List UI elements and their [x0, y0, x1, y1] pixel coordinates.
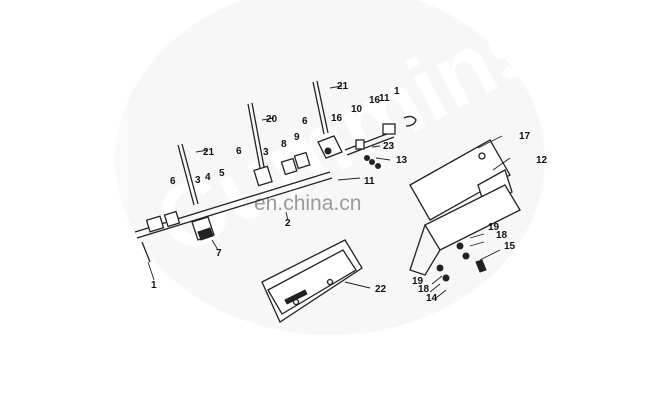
callout-14: 14 — [426, 293, 438, 304]
callout-15: 15 — [504, 241, 516, 252]
callout-8: 8 — [281, 139, 287, 150]
callout-21: 21 — [203, 147, 215, 158]
bracket-right-lower — [409, 184, 521, 282]
callout-6: 6 — [236, 146, 242, 157]
callout-3: 3 — [263, 147, 269, 158]
callout-1: 1 — [151, 280, 157, 291]
rod-right — [312, 80, 329, 135]
rod-left — [177, 143, 199, 206]
callout-18: 18 — [418, 284, 430, 295]
callout-11: 11 — [379, 93, 390, 104]
callout-20: 20 — [266, 114, 278, 125]
callout-6: 6 — [302, 116, 308, 127]
callout-13: 13 — [396, 155, 408, 166]
callout-1: 1 — [394, 86, 400, 97]
shaft-assembly-left — [134, 115, 417, 263]
callout-9: 9 — [294, 132, 300, 143]
callout-22: 22 — [375, 284, 387, 295]
callout-6: 6 — [170, 176, 176, 187]
pedal-plate — [261, 239, 363, 323]
callout-labels: 1 2 3 3 4 5 6 6 6 7 8 9 10 11 11 12 13 1… — [151, 81, 548, 304]
callout-17: 17 — [519, 131, 531, 142]
callout-10: 10 — [351, 104, 363, 115]
callout-18: 18 — [496, 230, 508, 241]
callout-4: 4 — [205, 172, 211, 183]
leader-lines — [147, 85, 511, 299]
callout-16: 16 — [369, 95, 381, 106]
watermark-site: en.china.cn — [254, 192, 361, 215]
callout-19: 19 — [488, 222, 500, 233]
callout-12: 12 — [536, 155, 548, 166]
callout-11: 11 — [364, 176, 375, 187]
callout-21: 21 — [337, 81, 349, 92]
callout-3: 3 — [195, 175, 201, 186]
callout-5: 5 — [219, 168, 225, 179]
callout-16: 16 — [331, 113, 343, 124]
callout-19: 19 — [412, 276, 424, 287]
rod-middle — [247, 102, 265, 169]
callout-23: 23 — [383, 141, 395, 152]
callout-2: 2 — [285, 218, 291, 229]
callout-7: 7 — [216, 248, 222, 259]
